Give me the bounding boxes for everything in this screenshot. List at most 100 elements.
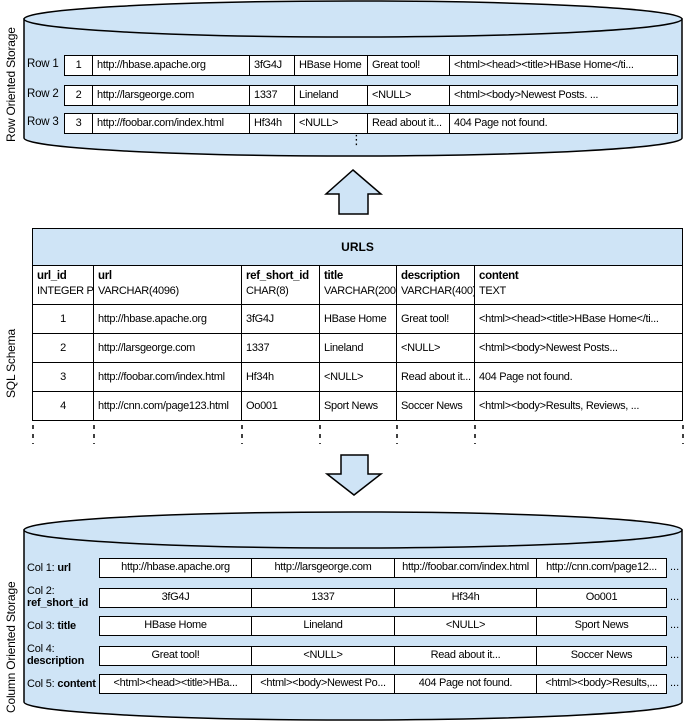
- column-cell: <html><body>Newest Po...: [252, 675, 395, 693]
- column-name: title: [324, 270, 343, 282]
- column-name: url: [57, 562, 71, 574]
- column-header: url_id INTEGER PK: [33, 266, 94, 304]
- row-cell: http://hbase.apache.org: [93, 56, 250, 75]
- column-header: ref_short_id CHAR(8): [242, 266, 320, 304]
- table-cell: 1337: [242, 334, 320, 362]
- column-cell: <html><head><title>HBa...: [100, 675, 252, 693]
- column-type: TEXT: [479, 285, 506, 297]
- row-cell: http://foobar.com/index.html: [93, 114, 250, 133]
- column-prefix: Col 4:: [27, 643, 55, 655]
- row-cell: HBase Home: [295, 56, 368, 75]
- row-cell: Read about it...: [368, 114, 450, 133]
- column-label: Col 5: content: [27, 678, 96, 690]
- more-rows-indicator: ...: [670, 649, 680, 661]
- row-cell: <html><head><title>HBase Home</ti...: [454, 59, 634, 71]
- column-type: CHAR(8): [246, 285, 289, 297]
- column-storage-label: Column Oriented Storage: [4, 581, 18, 713]
- column-cell: Soccer News: [570, 649, 633, 661]
- column-name: ref_short_id: [27, 597, 89, 609]
- column-header: description VARCHAR(400): [397, 266, 475, 304]
- more-rows-indicator: ...: [670, 561, 680, 573]
- column-cell: Read about it...: [395, 647, 537, 665]
- table-continuation-lines: [32, 425, 684, 444]
- row-cell: <html><body>Newest Posts. ...: [454, 89, 599, 101]
- table-cell: Hf34h: [242, 363, 320, 391]
- column-cell: http://hbase.apache.org: [100, 559, 252, 577]
- table-cell: Soccer News: [397, 392, 475, 420]
- table-row: 3 http://foobar.com/index.html Hf34h <NU…: [33, 363, 682, 392]
- down-arrow-icon: [324, 454, 384, 496]
- table-cell: <NULL>: [397, 334, 475, 362]
- row-cell: Lineland: [295, 86, 368, 105]
- table-cell: Great tool!: [397, 305, 475, 333]
- storage-row: 3 http://foobar.com/index.html Hf34h <NU…: [64, 113, 678, 134]
- table-cell: HBase Home: [320, 305, 397, 333]
- column-name: url: [98, 270, 112, 282]
- table-cell: Oo001: [242, 392, 320, 420]
- table-row: 1 http://hbase.apache.org 3fG4J HBase Ho…: [33, 305, 682, 334]
- table-cell: <html><body>Newest Posts...: [479, 342, 618, 354]
- table-cell: 1: [33, 305, 94, 333]
- column-cell: <NULL>: [252, 647, 395, 665]
- column-prefix: Col 1:: [27, 562, 58, 574]
- table-cell: http://cnn.com/page123.html: [94, 392, 242, 420]
- table-cell: Sport News: [320, 392, 397, 420]
- column-name: title: [57, 620, 76, 632]
- column-name: content: [479, 270, 519, 282]
- column-type: VARCHAR(4096): [98, 285, 179, 297]
- column-header: content TEXT: [475, 266, 682, 304]
- up-arrow-icon: [324, 169, 384, 215]
- row-cell: 1: [65, 56, 93, 75]
- column-name: description: [27, 655, 85, 667]
- table-row: 2 http://larsgeorge.com 1337 Lineland <N…: [33, 334, 682, 363]
- table-cell: Lineland: [320, 334, 397, 362]
- row-cell: http://larsgeorge.com: [93, 86, 250, 105]
- more-rows-indicator: ...: [670, 677, 680, 689]
- storage-column: http://hbase.apache.org http://larsgeorg…: [99, 558, 667, 578]
- table-row: 4 http://cnn.com/page123.html Oo001 Spor…: [33, 392, 682, 420]
- table-cell: 3: [33, 363, 94, 391]
- row-storage-cylinder-top: [23, 0, 683, 38]
- storage-row: 2 http://larsgeorge.com 1337 Lineland <N…: [64, 85, 678, 106]
- table-cell: http://hbase.apache.org: [94, 305, 242, 333]
- column-label: Col 3: title: [27, 620, 76, 632]
- column-prefix: Col 3:: [27, 620, 58, 632]
- column-type: VARCHAR(200): [324, 285, 397, 297]
- column-cell: <html><body>Results,...: [545, 677, 658, 689]
- storage-row: 1 http://hbase.apache.org 3fG4J HBase Ho…: [64, 55, 678, 76]
- table-cell: 404 Page not found.: [479, 371, 573, 383]
- table-cell: 3fG4J: [242, 305, 320, 333]
- more-rows-indicator: ...: [670, 591, 680, 603]
- row-cell: <NULL>: [368, 86, 450, 105]
- column-name: content: [57, 678, 96, 690]
- row-label: Row 1: [27, 58, 59, 70]
- column-cell: Great tool!: [100, 647, 252, 665]
- column-cell: 1337: [252, 589, 395, 607]
- table-cell: <html><head><title>HBase Home</ti...: [479, 313, 659, 325]
- row-cell: Great tool!: [368, 56, 450, 75]
- column-label: Col 4:description: [27, 643, 84, 667]
- column-type: INTEGER PK: [37, 285, 94, 297]
- row-cell: 3: [65, 114, 93, 133]
- column-cell: 404 Page not found.: [395, 675, 537, 693]
- table-cell: 4: [33, 392, 94, 420]
- row-cell: 2: [65, 86, 93, 105]
- column-name: url_id: [37, 270, 67, 282]
- table-cell: http://foobar.com/index.html: [94, 363, 242, 391]
- column-label: Col 1: url: [27, 562, 71, 574]
- sql-schema-label: SQL Schema: [4, 329, 18, 398]
- column-header: title VARCHAR(200): [320, 266, 397, 304]
- row-label: Row 3: [27, 116, 59, 128]
- storage-column: HBase Home Lineland <NULL> Sport News: [99, 616, 667, 636]
- table-header-row: url_id INTEGER PK url VARCHAR(4096) ref_…: [33, 266, 682, 305]
- row-cell: 1337: [250, 86, 295, 105]
- row-storage-label: Row Oriented Storage: [4, 27, 18, 142]
- column-name: description: [401, 270, 460, 282]
- column-cell: 3fG4J: [100, 589, 252, 607]
- storage-column: Great tool! <NULL> Read about it... Socc…: [99, 646, 667, 666]
- table-cell: http://larsgeorge.com: [94, 334, 242, 362]
- column-prefix: Col 5:: [27, 678, 58, 690]
- more-rows-indicator: ...: [670, 619, 680, 631]
- table-cell: Read about it...: [397, 363, 475, 391]
- column-cell: Sport News: [574, 619, 629, 631]
